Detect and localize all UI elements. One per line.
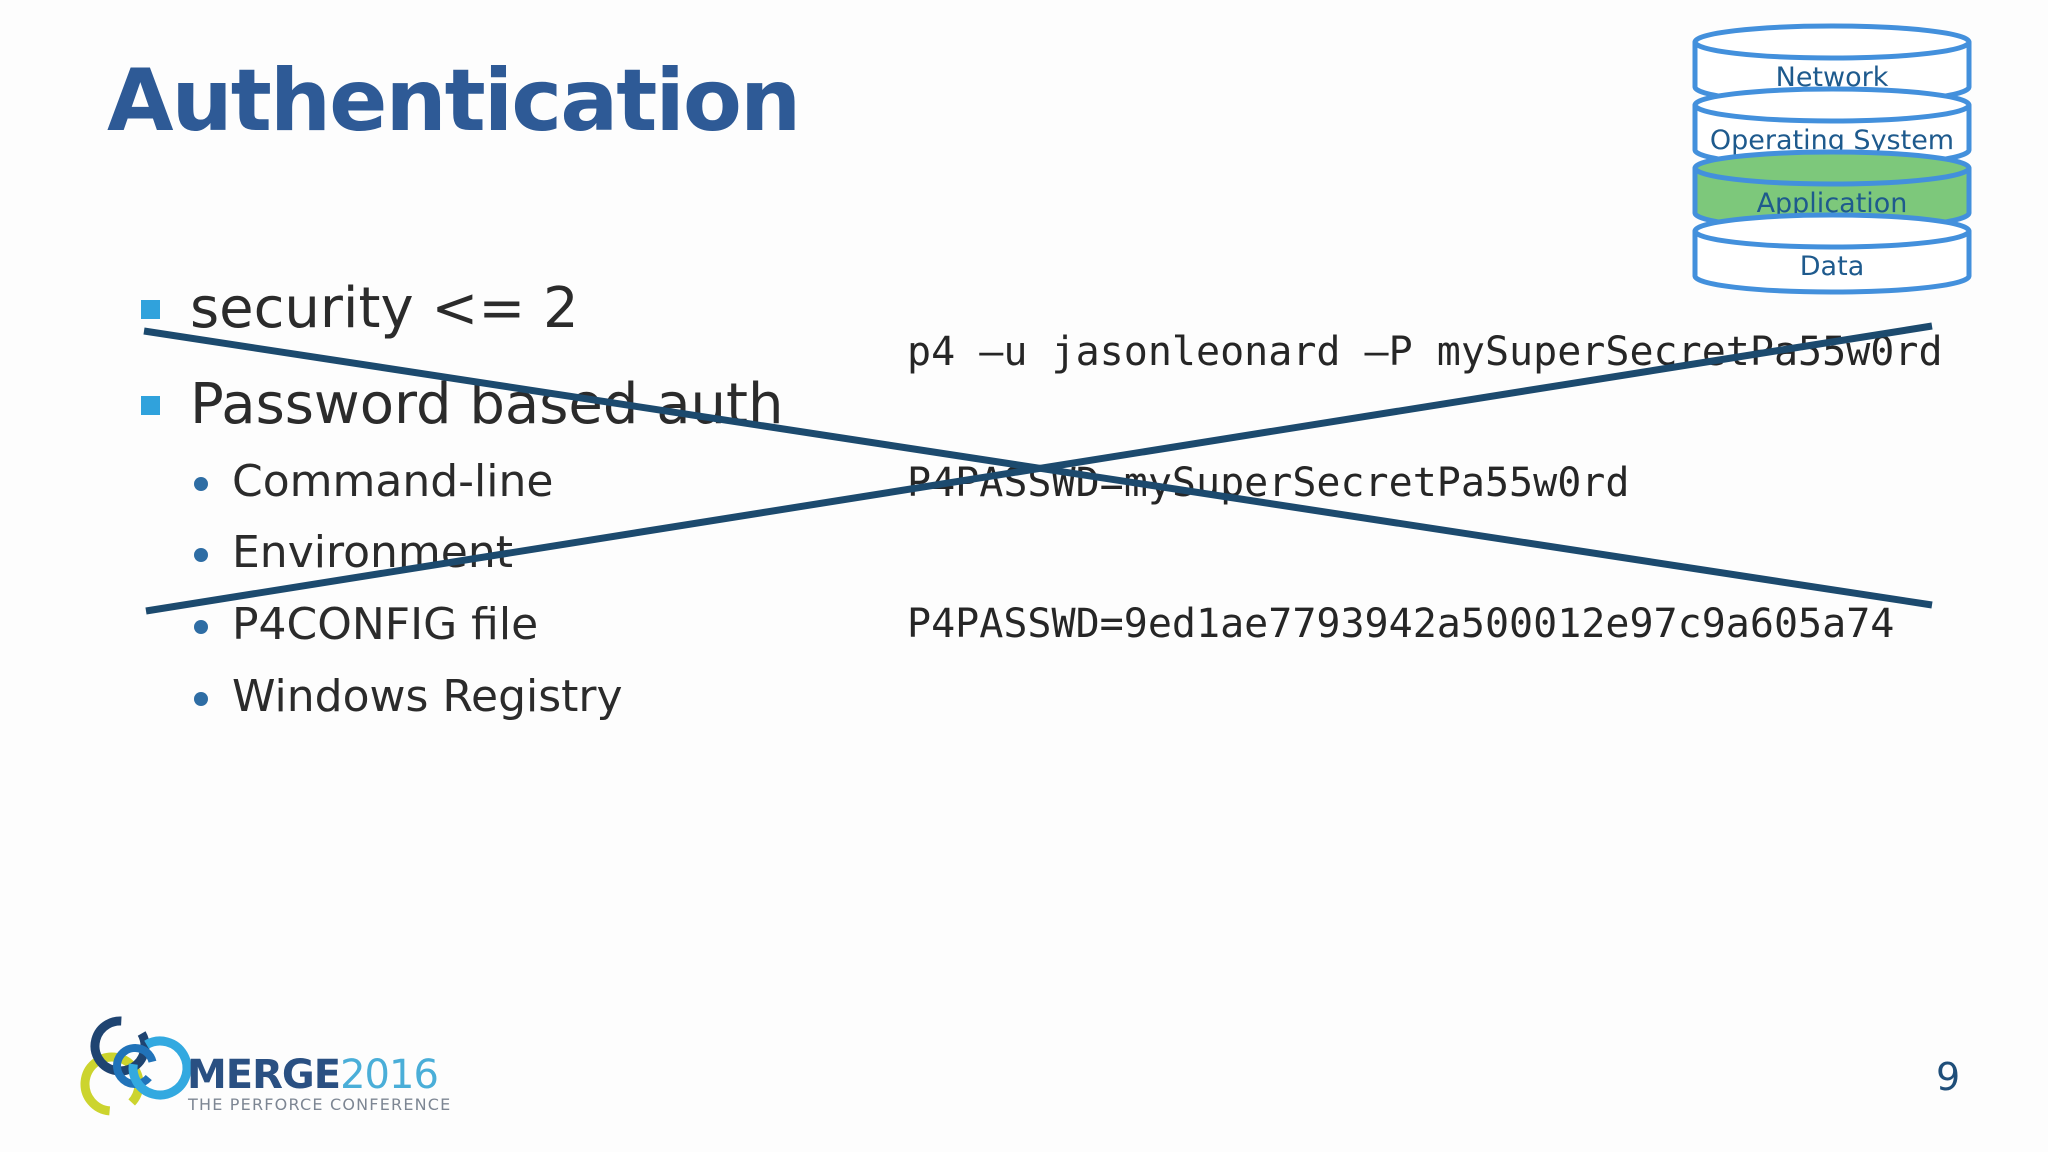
logo-brand-text: MERGE xyxy=(187,1052,340,1098)
square-bullet-icon xyxy=(141,300,160,319)
stack-layer-operating-system: Operating System xyxy=(1692,86,1972,169)
bullet-text: Windows Registry xyxy=(232,671,623,722)
dot-bullet-icon xyxy=(194,692,208,706)
logo-year-text: 2016 xyxy=(340,1052,438,1098)
stack-layer-application: Application xyxy=(1692,149,1972,232)
page-number: 9 xyxy=(1936,1055,1961,1099)
dot-bullet-icon xyxy=(194,620,208,634)
stack-layer-label: Data xyxy=(1800,251,1864,282)
bullet-text: P4CONFIG file xyxy=(232,599,539,650)
code-line-command: p4 –u jasonleonard –P mySuperSecretPa55w… xyxy=(907,329,1943,375)
dot-bullet-icon xyxy=(194,548,208,562)
bullet-text: Environment xyxy=(232,527,513,578)
code-line-env-plaintext: P4PASSWD=mySuperSecretPa55w0rd xyxy=(907,460,1630,506)
stack-diagram: Network Operating System Application Dat… xyxy=(1692,23,1972,295)
code-line-env-hash: P4PASSWD=9ed1ae7793942a500012e97c9a605a7… xyxy=(907,601,1895,647)
merge-logo: MERGE2016 THE PERFORCE CONFERENCE xyxy=(80,1016,451,1116)
logo-mark-icon xyxy=(80,1016,192,1116)
square-bullet-icon xyxy=(141,396,160,415)
bullet-text: security <= 2 xyxy=(190,276,579,341)
stack-layer-data: Data xyxy=(1692,212,1972,295)
bullet-text: Command-line xyxy=(232,456,554,507)
page-title: Authentication xyxy=(107,51,801,151)
logo-tagline: THE PERFORCE CONFERENCE xyxy=(187,1095,451,1114)
logo-wordmark: MERGE2016 xyxy=(187,1052,438,1098)
bullet-text: Password based auth xyxy=(190,372,784,437)
dot-bullet-icon xyxy=(194,477,208,491)
